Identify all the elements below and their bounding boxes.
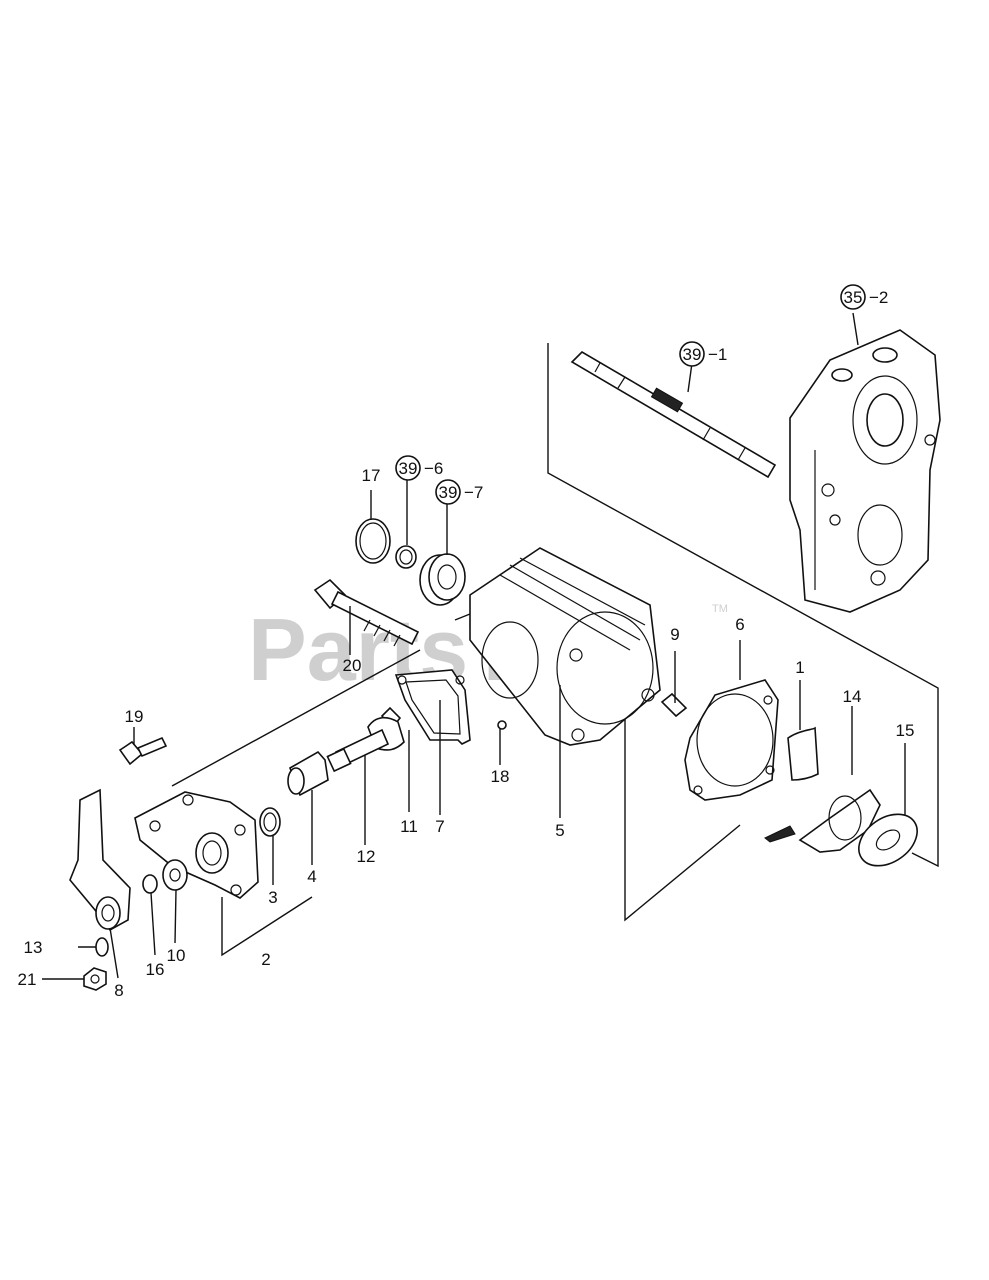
bolt-part [313,578,420,647]
gasket-part [394,669,471,745]
callout-39-7: 39 −7 [435,479,483,505]
label-5: 5 [555,821,564,840]
callout-ref: 39 [399,459,418,478]
label-7: 7 [435,817,444,836]
label-21: 21 [18,970,37,989]
part-number-labels: 17 20 9 6 1 14 15 19 7 11 18 5 12 4 3 2 … [18,466,915,1000]
label-3: 3 [268,888,277,907]
label-1: 1 [795,658,804,677]
label-14: 14 [843,687,862,706]
label-15: 15 [896,721,915,740]
spacer-part [95,937,109,957]
gasket-large-part [684,679,779,801]
callout-suffix: −7 [464,483,483,502]
callout-ref: 39 [683,345,702,364]
callout-ref: 35 [844,288,863,307]
dowel-pin-part [660,692,688,718]
callout-ref: 39 [439,483,458,502]
bushing-part [787,726,819,781]
side-cover-part [134,791,259,899]
bearing-part [419,553,466,606]
housing-cover-part [789,329,941,613]
washer-part [162,859,188,891]
label-11: 11 [400,817,418,836]
shaft-part [570,350,777,479]
callout-39-1: 39 −1 [679,341,727,367]
label-2: 2 [261,950,270,969]
label-17: 17 [362,466,381,485]
label-18: 18 [491,767,510,786]
snap-ring-part [355,518,391,564]
label-9: 9 [670,625,679,644]
reference-lines [171,343,939,922]
washer-small-part [142,874,158,894]
nut-part [83,967,107,991]
callout-suffix: −1 [708,345,727,364]
callout-39-6: 39 −6 [395,455,443,481]
label-13: 13 [24,938,43,957]
callout-suffix: −6 [424,459,443,478]
label-19: 19 [125,707,144,726]
label-8: 8 [114,981,123,1000]
trunnion-shaft-part [326,716,405,773]
label-6: 6 [735,615,744,634]
label-16: 16 [146,960,165,979]
callout-suffix: −2 [869,288,888,307]
watermark-tm: TM [712,603,728,615]
flange-bolt-part [118,736,168,766]
oil-seal-part [259,807,281,837]
cylinder-block-part [469,547,661,746]
small-pin-part [497,720,507,730]
sleeve-part [287,750,329,797]
thrust-washer-part [858,813,918,867]
o-ring-part [395,545,417,569]
leader-lines [42,312,906,980]
swash-plate-part [764,788,881,853]
label-10: 10 [167,946,186,965]
control-lever-part [69,788,131,932]
callout-35-2: 35 −2 [840,284,888,310]
label-20: 20 [343,656,362,675]
label-12: 12 [357,847,376,866]
label-4: 4 [307,867,316,886]
